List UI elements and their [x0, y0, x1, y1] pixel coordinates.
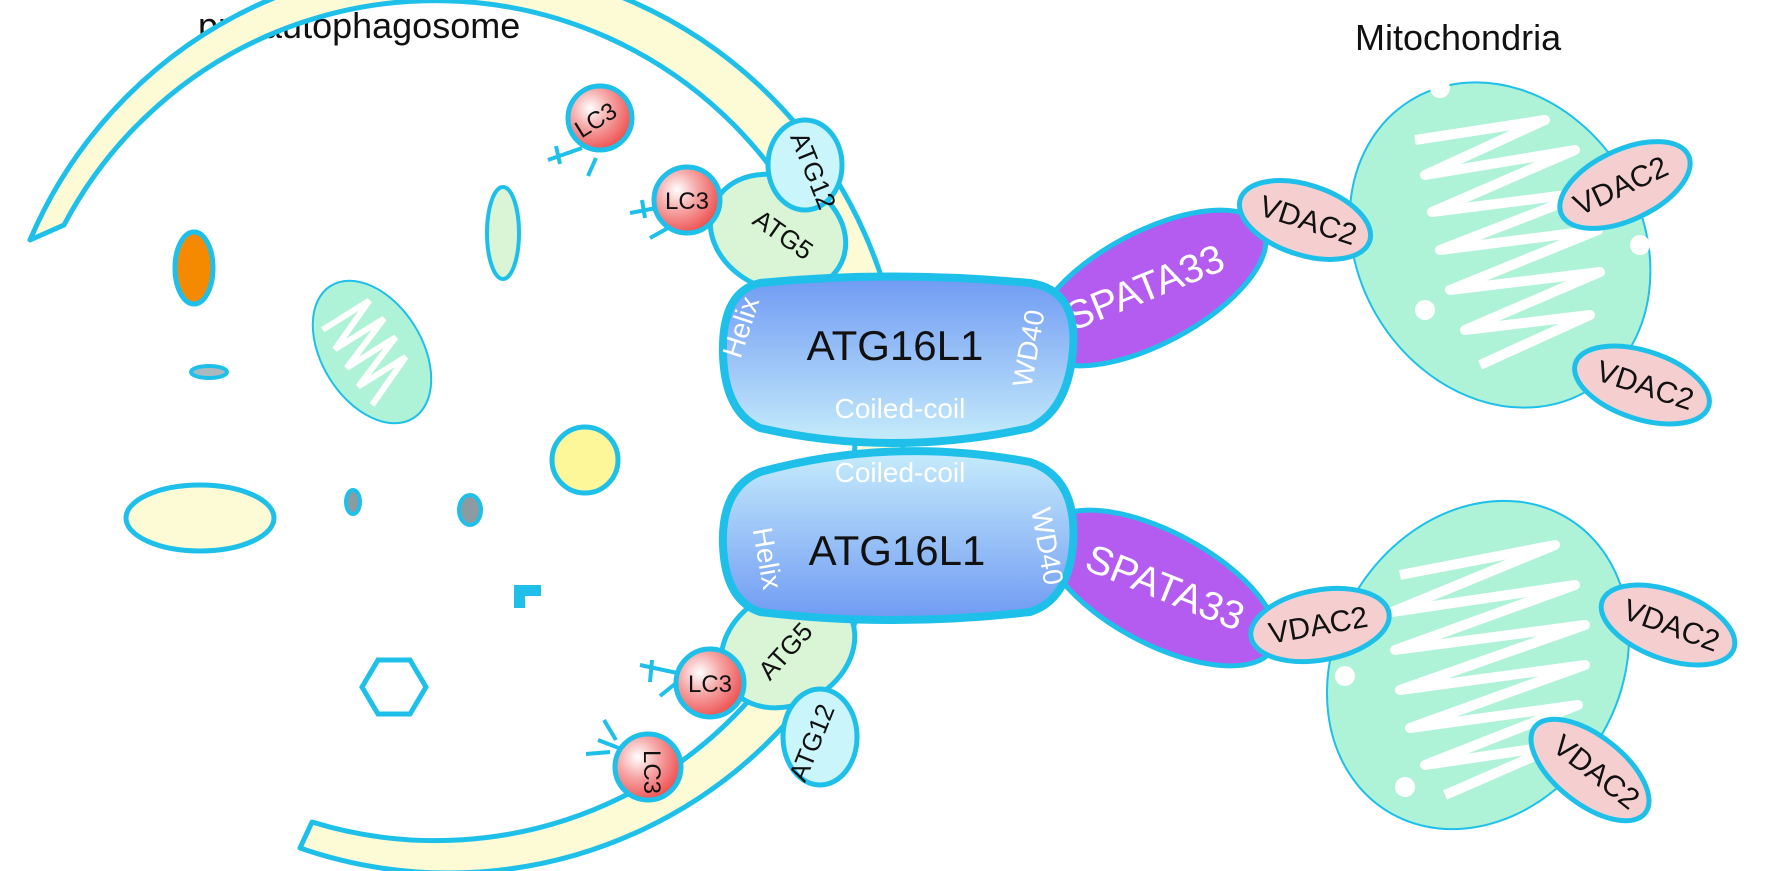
small-dot-2 [457, 493, 483, 527]
lc3-top-1 [565, 83, 635, 153]
vdac2-top-left [1236, 178, 1374, 262]
orange-organelle [172, 229, 216, 307]
small-block [514, 585, 541, 608]
lc3-top-2-label: LC3 [665, 188, 709, 215]
mitochondrion-top [1348, 78, 1652, 409]
coiled-coil-top-label: Coiled-coil [835, 393, 966, 424]
vdac2-middle-right [1572, 343, 1712, 427]
lc3-bottom-1 [673, 646, 747, 720]
lc3-bottom-2 [612, 731, 684, 803]
lc3-bottom-1-label: LC3 [688, 671, 732, 698]
yellow-vesicle-large [123, 482, 277, 554]
pre-autophagosome-membrane [27, 0, 907, 871]
hexagon-cargo [359, 657, 429, 717]
vdac2-bottom-left [1248, 585, 1392, 665]
vdac2-bottom-lower [1528, 716, 1652, 824]
green-vesicle [485, 185, 521, 281]
atg16l1-top-label: ATG16L1 [807, 322, 984, 369]
cargo-contents [123, 185, 621, 717]
lc3-bottom-2-label: LC3 [638, 750, 665, 794]
atg16l1-top [718, 272, 1078, 447]
small-dash [189, 364, 229, 380]
atg12-bottom [780, 686, 860, 788]
engulfed-mitochondrion [311, 279, 433, 425]
vdac2-bottom-right [1598, 582, 1738, 668]
atg16l1-bottom [718, 447, 1078, 624]
coiled-coil-bottom-label: Coiled-coil [835, 457, 966, 488]
atg16l1-bottom-label: ATG16L1 [809, 527, 986, 574]
lc3-top-2 [651, 164, 723, 236]
title-mitochondria: Mitochondria [1355, 17, 1562, 58]
small-dot-1 [344, 488, 362, 516]
atg12-top [765, 117, 845, 213]
vdac2-top-right [1557, 139, 1693, 231]
yellow-vesicle-round [549, 424, 621, 496]
